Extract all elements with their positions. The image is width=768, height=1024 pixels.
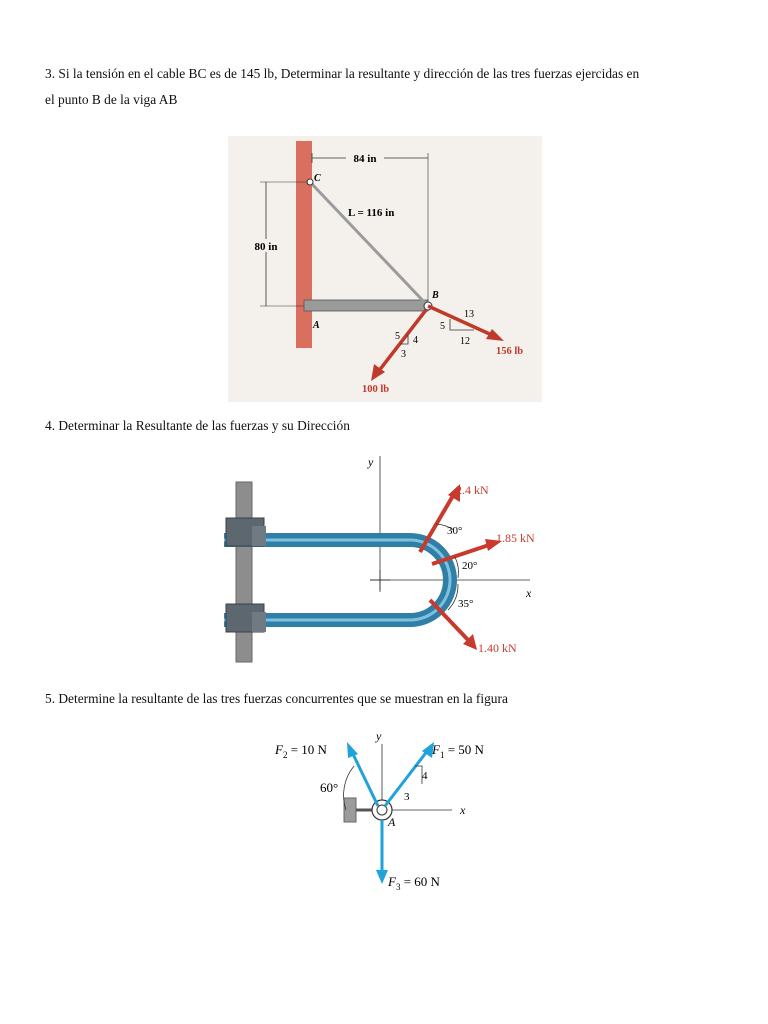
cable-length-label: L = 116 in (348, 207, 394, 219)
mounting-plate (235, 481, 253, 663)
label-a: A (312, 320, 320, 331)
force-100-line (376, 308, 428, 374)
problem-3-figure: 84 in 80 in L = 116 in C A B 156 lb 5 13… (228, 136, 542, 402)
force-f1-label: F1 = 50 N (431, 742, 485, 760)
axis-y-label: y (375, 729, 382, 743)
angle-20-label: 20° (462, 560, 477, 572)
problem-5-statement: 5. Determine la resultante de las tres f… (45, 691, 508, 706)
slope-right-5: 5 (440, 321, 445, 332)
slope-triangle-left (400, 334, 409, 345)
force-2.4-label: 2.4 kN (456, 483, 489, 497)
force-1.85-label: 1.85 kN (496, 531, 535, 545)
force-f3-label: F3 = 60 N (387, 874, 441, 892)
force-156-arrowhead (486, 329, 504, 341)
slope-left-3: 3 (401, 349, 406, 360)
problem-4-figure: y x 2.4 kN 1.85 kN 1.40 kN 30° 20° 35° (224, 455, 535, 663)
force-f1-line (383, 749, 430, 807)
force-1.40-line (428, 598, 472, 644)
problem-4-statement: 4. Determinar la Resultante de las fuerz… (45, 418, 350, 433)
force-100-arrowhead (371, 364, 385, 381)
slope-4-label: 4 (422, 770, 428, 782)
force-156-line (427, 304, 495, 338)
wall (296, 141, 312, 348)
force-1.40-arrowhead (463, 634, 477, 650)
problem-5-figure: y x A F1 = 50 N 4 3 F2 = 10 N 60° F3 = 6… (274, 729, 485, 892)
slope-triangle (415, 765, 423, 784)
problem-3-statement: 3. Si la tensión en el cable BC es de 14… (45, 61, 735, 113)
slope-left-4: 4 (413, 335, 418, 346)
angle-arc-mid (454, 556, 459, 579)
force-1.40-label: 1.40 kN (478, 641, 517, 655)
problem-3-line-2: el punto B de la viga AB (45, 92, 178, 107)
nut-bottom-right (252, 612, 266, 632)
force-f1-arrowhead (422, 742, 434, 758)
force-2.4-arrowhead (448, 484, 460, 502)
force-f3-arrowhead (376, 870, 388, 884)
slope-3-label: 3 (404, 791, 410, 803)
figure-background (228, 136, 542, 402)
slope-right-13: 13 (464, 309, 474, 320)
axis-x-label: x (525, 586, 532, 600)
label-a: A (387, 815, 396, 829)
label-c: C (314, 173, 321, 184)
force-f2-line (350, 751, 380, 807)
slope-triangle-right (449, 319, 474, 331)
cable-bc (308, 180, 430, 308)
slope-left-5: 5 (395, 331, 400, 342)
axis-x-label: x (459, 803, 466, 817)
force-156-label: 156 lb (496, 346, 523, 357)
force-100-label: 100 lb (362, 384, 389, 395)
angle-arc-top (435, 523, 455, 531)
beam-ab (303, 299, 429, 312)
slope-right-12: 12 (460, 336, 470, 347)
force-1.85-arrowhead (485, 539, 502, 551)
angle-30-label: 30° (447, 525, 462, 537)
angle-arc-bottom (447, 583, 459, 611)
nut-top-right (252, 526, 266, 546)
axis-y-label: y (367, 455, 374, 469)
force-f2-arrowhead (347, 742, 358, 758)
force-1.85-line (431, 542, 493, 566)
dim-80-label: 80 in (255, 241, 278, 253)
force-2.4-line (418, 492, 456, 554)
angle-arc-60 (343, 765, 355, 811)
angle-60-label: 60° (320, 780, 338, 795)
angle-35-label: 35° (458, 598, 473, 610)
label-b: B (431, 290, 439, 301)
force-f2-label: F2 = 10 N (274, 742, 328, 760)
dim-84-label: 84 in (354, 153, 377, 165)
problem-3-line-1: 3. Si la tensión en el cable BC es de 14… (45, 66, 640, 81)
ring-a-inner (376, 804, 388, 816)
